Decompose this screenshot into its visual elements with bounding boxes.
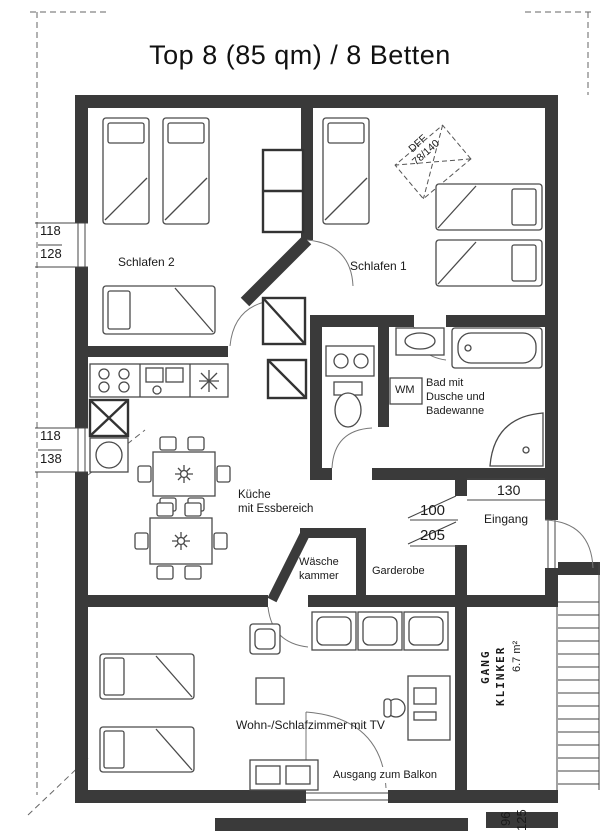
label-ausgang-balkon: Ausgang zum Balkon bbox=[329, 767, 441, 783]
dimension-130: 130 bbox=[497, 482, 521, 498]
bed-icon bbox=[99, 653, 195, 700]
bed-icon bbox=[435, 239, 543, 287]
window2-width-label: 118 bbox=[40, 428, 61, 443]
desk-chair-icon bbox=[383, 698, 406, 718]
window1-width-label: 118 bbox=[40, 223, 61, 238]
bad-line2: Dusche und bbox=[426, 391, 485, 403]
tv-cabinet-icon bbox=[249, 759, 319, 791]
bed-icon bbox=[162, 117, 210, 225]
dimension-205: 205 bbox=[420, 527, 446, 544]
bad-line3: Badewanne bbox=[426, 405, 485, 417]
waesche-line1: Wäsche bbox=[299, 556, 339, 568]
bed-icon bbox=[102, 285, 216, 335]
bed-icon bbox=[322, 117, 370, 225]
bathroom-sink-icon bbox=[395, 327, 445, 356]
room-label-garderobe: Garderobe bbox=[372, 565, 425, 577]
washing-machine-icon bbox=[389, 377, 423, 405]
washbasin-unit-icon bbox=[325, 345, 375, 377]
room-label-waeschekammer: Wäsche kammer bbox=[299, 555, 339, 583]
waesche-line2: kammer bbox=[299, 570, 339, 582]
staircase bbox=[558, 601, 599, 785]
wardrobe-icon bbox=[261, 296, 307, 346]
room-label-bad: Bad mit Dusche und Badewanne bbox=[426, 376, 485, 418]
side-table-icon bbox=[255, 677, 285, 705]
dimension-96: 96 bbox=[498, 811, 513, 826]
kueche-line1: Küche bbox=[238, 489, 271, 501]
room-label-wohnzimmer: Wohn-/Schlafzimmer mit TV bbox=[236, 718, 385, 732]
fridge-icon bbox=[88, 398, 130, 438]
window1-height-label: 128 bbox=[40, 246, 62, 261]
dimension-125: 125 bbox=[514, 809, 529, 831]
room-label-schlafen2: Schlafen 2 bbox=[118, 255, 175, 269]
window-and-dimension-lines bbox=[35, 222, 600, 801]
desk-icon bbox=[407, 675, 451, 741]
plan-title: Top 8 (85 qm) / 8 Betten bbox=[149, 40, 451, 70]
armchair-icon bbox=[249, 623, 281, 655]
window2-height-label: 138 bbox=[40, 451, 62, 466]
washing-machine-label: WM bbox=[395, 384, 415, 396]
dimension-100: 100 bbox=[420, 502, 446, 519]
corridor-area-label: 6.7 m² bbox=[511, 640, 523, 672]
boiler-icon bbox=[89, 437, 129, 473]
dresser-icon bbox=[261, 148, 305, 234]
bathtub-icon bbox=[451, 327, 543, 369]
shower-icon bbox=[489, 412, 544, 467]
bed-icon bbox=[102, 117, 150, 225]
corridor-label-klinker: KLINKER bbox=[494, 645, 507, 706]
room-label-eingang: Eingang bbox=[484, 512, 529, 526]
room-label-schlafen1: Schlafen 1 bbox=[350, 259, 407, 273]
bed-icon bbox=[99, 726, 195, 773]
cabinet-icon bbox=[266, 358, 308, 400]
room-label-kueche: Küche mit Essbereich bbox=[238, 488, 313, 516]
bed-icon bbox=[435, 183, 543, 231]
bad-line1: Bad mit bbox=[426, 377, 464, 389]
sofa-icon bbox=[311, 611, 449, 651]
toilet-icon bbox=[333, 381, 363, 428]
dining-table-icon bbox=[137, 436, 231, 512]
corridor-label-gang: GANG bbox=[479, 649, 492, 685]
dining-table-icon bbox=[134, 502, 228, 580]
kueche-line2: mit Essbereich bbox=[238, 503, 314, 515]
kitchen-counter-icon bbox=[89, 363, 229, 398]
walls bbox=[75, 95, 600, 831]
